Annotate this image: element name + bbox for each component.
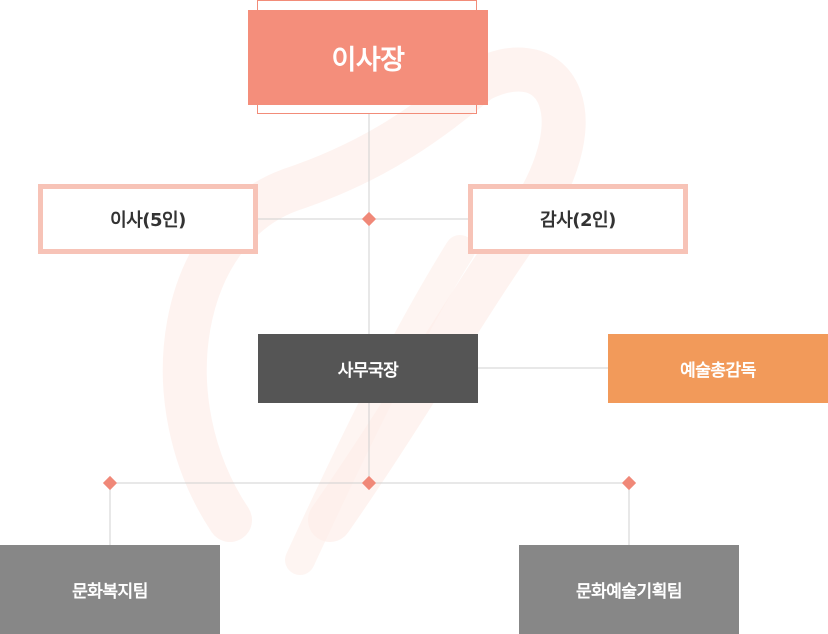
connector-dot-board xyxy=(361,211,377,227)
art-director-box: 예술총감독 xyxy=(608,334,828,403)
team-box-arts-planning: 문화예술기획팀 xyxy=(519,545,739,634)
team-box-culture-welfare: 문화복지팀 xyxy=(0,545,220,634)
connector-dot-center xyxy=(361,475,377,491)
directors-box: 이사(5인) xyxy=(38,184,258,254)
connector-dot-left xyxy=(102,475,118,491)
connector-dot-right xyxy=(621,475,637,491)
chairman-box: 이사장 xyxy=(248,10,488,105)
auditors-box: 감사(2인) xyxy=(468,184,688,254)
secretary-general-box: 사무국장 xyxy=(258,334,478,403)
